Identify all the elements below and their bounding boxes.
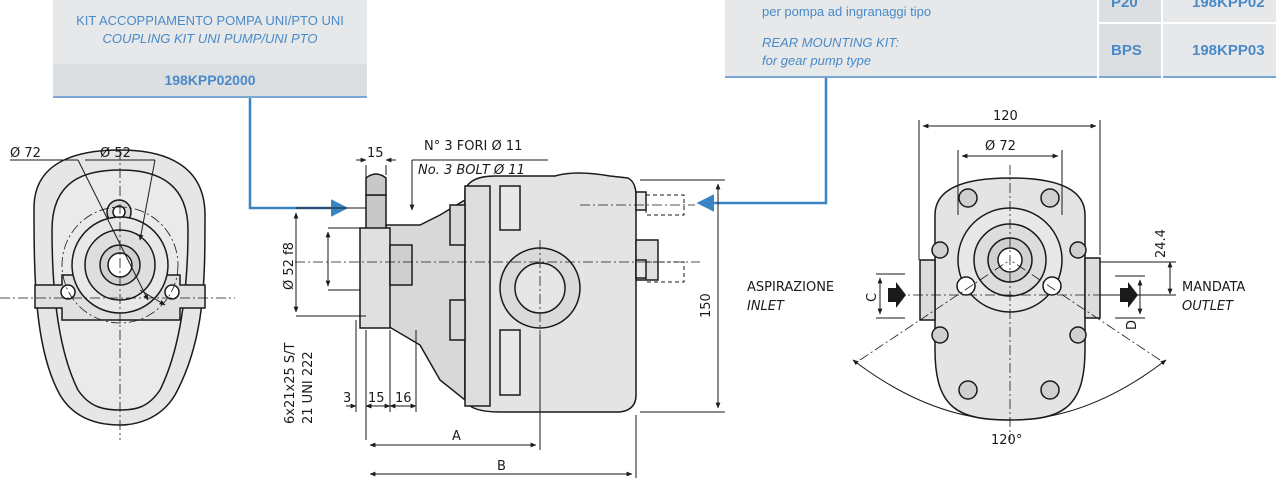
rear-kit-text-en-2: for gear pump type — [762, 53, 872, 68]
side-dim-3: 3 — [343, 391, 351, 406]
side-view-threads — [645, 194, 685, 283]
left-view-dimensions — [10, 159, 166, 306]
bolt-holes-it: N° 3 FORI Ø 11 — [424, 139, 522, 154]
side-dim-150: 150 — [699, 293, 714, 318]
side-view-centerlines — [295, 204, 700, 335]
left-view-dim-52: Ø 52 — [100, 146, 131, 161]
rear-mounting-kit-table: per pompa ad ingranaggi tipo REAR MOUNTI… — [725, 0, 1276, 78]
rear-kit-type-1: P20 — [1111, 0, 1138, 11]
coupling-kit-title-row — [53, 0, 367, 62]
inlet-label-en: INLET — [747, 299, 785, 314]
front-view-centerlines — [859, 165, 1161, 440]
front-dim-24: 24.4 — [1154, 229, 1169, 258]
side-dim-A: A — [452, 429, 461, 444]
rear-kit-code-cell-1 — [1163, 0, 1276, 22]
rear-kit-description-cell — [725, 0, 1097, 78]
rear-kit-code-2: 198KPP03 — [1192, 42, 1265, 59]
left-view-dim-72: Ø 72 — [10, 146, 41, 161]
front-angle: 120° — [991, 433, 1022, 448]
coupling-kit-box: KIT ACCOPPIAMENTO POMPA UNI/PTO UNI COUP… — [53, 0, 367, 98]
side-view-pump — [359, 172, 659, 413]
side-view-dimensions — [293, 157, 725, 478]
coupling-kit-code: 198KPP02000 — [164, 72, 256, 88]
rear-kit-text-en-1: REAR MOUNTING KIT: — [762, 35, 899, 50]
front-dim-C: C — [865, 293, 880, 302]
coupling-kit-title-it: KIT ACCOPPIAMENTO POMPA UNI/PTO UNI — [76, 13, 344, 28]
left-view-centerlines — [0, 150, 235, 440]
front-dim-D: D — [1125, 320, 1140, 330]
side-dim-spline-1: 6x21x25 S/T — [283, 342, 298, 424]
rear-kit-type-cell-2 — [1099, 24, 1161, 78]
outlet-label-en: OUTLET — [1182, 299, 1234, 314]
side-dim-15-top: 15 — [367, 146, 384, 161]
bolt-holes-en: No. 3 BOLT Ø 11 — [418, 163, 525, 178]
rear-kit-text-it: per pompa ad ingranaggi tipo — [762, 4, 932, 19]
coupling-kit-code-row — [53, 64, 367, 98]
coupling-kit-title-en: COUPLING KIT UNI PUMP/UNI PTO — [102, 31, 318, 46]
side-dim-pilot: Ø 52 f8 — [282, 242, 297, 290]
side-dim-16: 16 — [395, 391, 412, 406]
front-view-dimensions — [852, 120, 1176, 421]
side-dim-spline-2: 21 UNI 222 — [301, 351, 316, 424]
outlet-label-it: MANDATA — [1182, 280, 1245, 295]
rear-kit-type-cell-1 — [1099, 0, 1161, 22]
rear-kit-type-2: BPS — [1111, 42, 1142, 59]
rear-kit-code-1: 198KPP02 — [1192, 0, 1265, 11]
side-dim-15: 15 — [368, 391, 385, 406]
side-dim-B: B — [497, 459, 506, 474]
inlet-label-it: ASPIRAZIONE — [747, 280, 834, 295]
flow-arrows — [888, 282, 1138, 308]
front-dim-72: Ø 72 — [985, 139, 1016, 154]
rear-kit-code-cell-2 — [1163, 24, 1276, 78]
left-end-view — [33, 149, 206, 426]
front-dim-120: 120 — [993, 109, 1018, 124]
